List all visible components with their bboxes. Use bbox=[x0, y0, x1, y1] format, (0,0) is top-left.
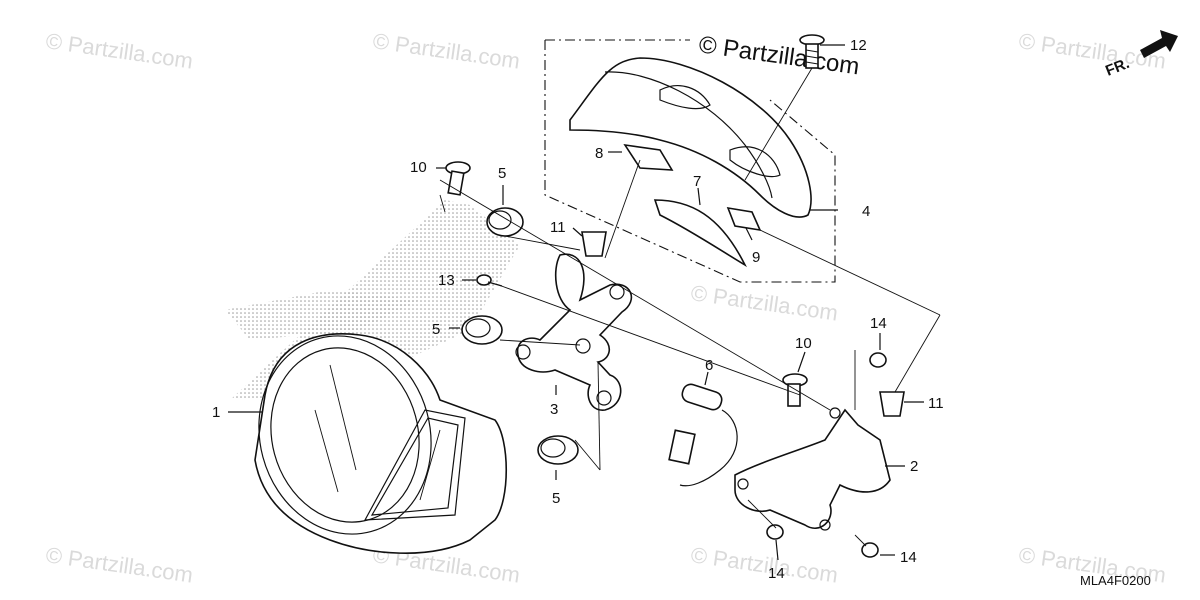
callout-5-upper: 5 bbox=[498, 165, 506, 182]
part-14-screw-right bbox=[861, 542, 879, 558]
callout-6: 6 bbox=[705, 357, 713, 374]
visor-assembly-outline bbox=[544, 40, 836, 283]
part-10-bolt-upper bbox=[445, 161, 471, 196]
part-5-grommet-upper bbox=[486, 207, 524, 237]
watermark: © Partzilla.com bbox=[44, 28, 194, 73]
part-5-grommet-middle bbox=[461, 315, 503, 345]
part-1-meter bbox=[254, 333, 507, 554]
part-6-socket bbox=[668, 383, 738, 487]
part-5-grommet-lower bbox=[537, 435, 579, 465]
callout-5-middle: 5 bbox=[432, 321, 440, 338]
callout-11-right: 11 bbox=[928, 395, 944, 412]
part-4-visor bbox=[569, 57, 812, 218]
callout-14-left: 14 bbox=[768, 565, 785, 582]
callout-13: 13 bbox=[438, 272, 455, 289]
part-14-screw-upper bbox=[869, 352, 887, 368]
watermark: © Partzilla.com bbox=[689, 280, 839, 325]
callout-14-upper: 14 bbox=[870, 315, 887, 332]
callout-2: 2 bbox=[910, 458, 918, 475]
callout-10-lower: 10 bbox=[795, 335, 812, 352]
callout-12: 12 bbox=[850, 37, 867, 54]
callout-7: 7 bbox=[693, 173, 701, 190]
callout-labels: 1 2 3 4 5 5 5 6 7 8 9 10 10 11 11 12 13 … bbox=[212, 37, 944, 582]
callout-3: 3 bbox=[550, 401, 558, 418]
part-12-bolt bbox=[799, 34, 825, 69]
callout-5-lower: 5 bbox=[552, 490, 560, 507]
part-11-collar-upper bbox=[581, 231, 607, 257]
callout-14-right: 14 bbox=[900, 549, 917, 566]
part-10-bolt-lower bbox=[782, 373, 808, 407]
watermark: © Partzilla.com bbox=[689, 542, 839, 587]
arrow-icon bbox=[1140, 30, 1178, 58]
part-9-cushion bbox=[726, 206, 762, 232]
watermark: © Partzilla.com bbox=[44, 542, 194, 587]
part-8-rubber bbox=[623, 143, 674, 171]
part-7-seal bbox=[653, 199, 747, 268]
watermark: © Partzilla.com bbox=[371, 28, 521, 73]
brand-watermark: © Partzilla.com bbox=[697, 31, 861, 80]
callout-10-upper: 10 bbox=[410, 159, 427, 176]
diagram-code: MLA4F0200 bbox=[1080, 573, 1151, 588]
part-14-screw-left bbox=[766, 524, 784, 540]
leader-lines bbox=[228, 44, 941, 561]
callout-11-upper: 11 bbox=[550, 219, 566, 236]
callout-9: 9 bbox=[752, 249, 760, 266]
callout-4: 4 bbox=[862, 203, 870, 220]
part-3-bracket bbox=[515, 253, 633, 411]
part-11-collar-right bbox=[879, 391, 905, 417]
callout-8: 8 bbox=[595, 145, 603, 162]
part-2-bracket bbox=[734, 407, 891, 531]
callout-1: 1 bbox=[212, 404, 220, 421]
